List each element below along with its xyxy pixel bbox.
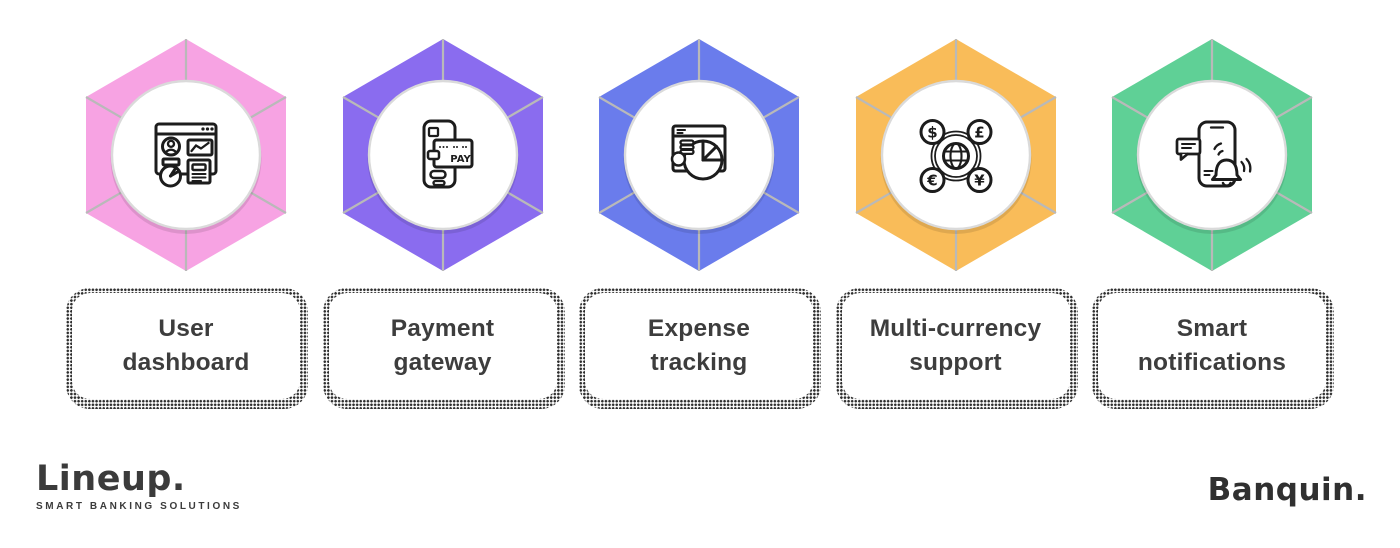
- white-circle: [110, 79, 262, 231]
- feature-label-line: dashboard: [122, 349, 250, 376]
- brand-logo-right: Banquin.: [1207, 472, 1367, 508]
- dollar-symbol: $: [927, 124, 937, 142]
- feature-label-line: Multi-currency: [869, 315, 1042, 342]
- hexagon-payment-gateway: PAY: [341, 38, 544, 272]
- feature-label-line: support: [909, 349, 1002, 376]
- hexagon-expense-tracking: [598, 38, 800, 272]
- feature-label-line: User: [158, 315, 214, 342]
- pay-text: PAY: [450, 154, 471, 165]
- hexagon-multi-currency-support: $ £ € ¥: [854, 38, 1057, 272]
- multi-currency-icon: $ £ € ¥: [919, 119, 992, 193]
- brand-left-name: Lineup.: [36, 459, 186, 499]
- feature-label-line: Smart: [1176, 315, 1248, 342]
- feature-smart-notifications: Smart notifications: [1092, 38, 1334, 409]
- brand-left-tagline: SMART BANKING SOLUTIONS: [36, 501, 242, 512]
- pound-symbol: £: [974, 124, 984, 142]
- feature-label-line: Expense: [647, 315, 751, 342]
- feature-label-line: Payment: [390, 315, 495, 342]
- feature-multi-currency-support: $ £ € ¥ Multi-currency support: [835, 38, 1078, 409]
- payment-gateway-icon: PAY: [422, 119, 473, 189]
- feature-label-line: notifications: [1137, 349, 1287, 376]
- expense-tracking-icon: [670, 124, 727, 181]
- brand-logo-left: Lineup. SMART BANKING SOLUTIONS: [36, 460, 242, 512]
- label-card-multi-currency-support: Multi-currency support: [835, 288, 1078, 409]
- label-card-user-dashboard: User dashboard: [66, 288, 308, 409]
- euro-symbol: €: [926, 172, 937, 190]
- user-dashboard-icon: [154, 122, 218, 188]
- label-card-smart-notifications: Smart notifications: [1092, 288, 1334, 409]
- hexagon-smart-notifications: [1111, 38, 1313, 272]
- feature-payment-gateway: PAY Payment gateway: [322, 38, 565, 409]
- hexagon-user-dashboard: [85, 38, 287, 272]
- yen-symbol: ¥: [974, 172, 985, 190]
- label-card-payment-gateway: Payment gateway: [322, 288, 565, 409]
- label-card-expense-tracking: Expense tracking: [579, 288, 821, 409]
- features-row: User dashboard: [66, 38, 1334, 409]
- feature-user-dashboard: User dashboard: [66, 38, 308, 409]
- feature-label-line: tracking: [650, 349, 748, 376]
- feature-label-line: gateway: [393, 349, 492, 376]
- smart-notifications-icon: [1175, 120, 1252, 188]
- feature-expense-tracking: Expense tracking: [579, 38, 821, 409]
